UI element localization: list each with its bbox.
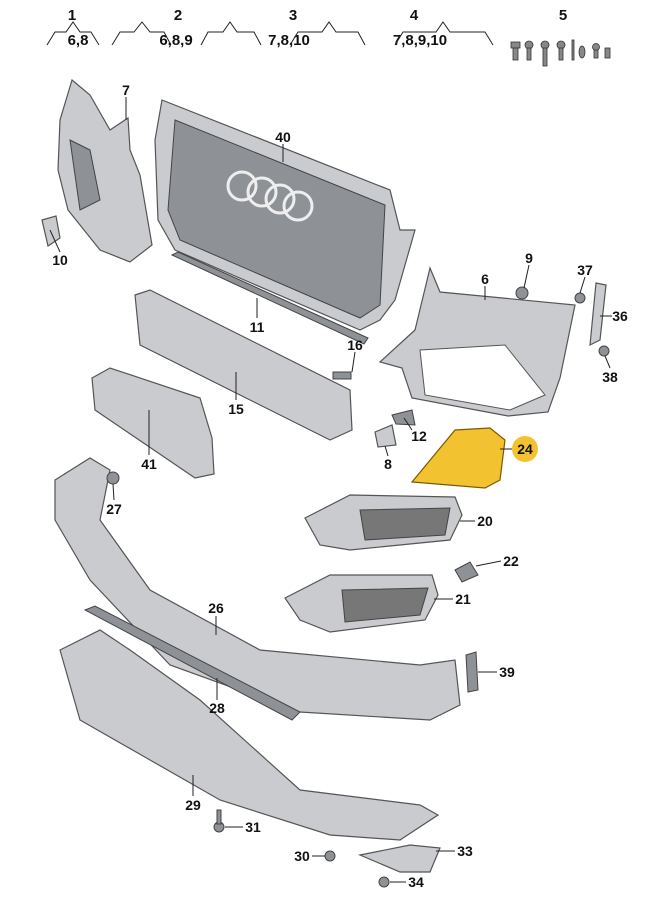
- group-contents: 6,8: [68, 32, 89, 49]
- label-part-7[interactable]: 7: [122, 82, 130, 98]
- part-20-grille-insert: [304, 494, 463, 551]
- part-36-guide: [589, 282, 607, 347]
- part-6-side-bracket: [378, 266, 576, 417]
- part-22-bracket: [454, 561, 479, 583]
- label-part-40[interactable]: 40: [275, 129, 291, 145]
- part-16-screw: [332, 371, 352, 380]
- label-part-30[interactable]: 30: [294, 848, 310, 864]
- label-part-39[interactable]: 39: [499, 664, 515, 680]
- label-part-12[interactable]: 12: [411, 428, 427, 444]
- group-4[interactable]: 4 7,8,9,10: [289, 7, 447, 49]
- part-28-trim: [83, 605, 301, 721]
- group-contents: 7,8,10: [268, 32, 310, 49]
- label-part-8[interactable]: 8: [384, 456, 392, 472]
- label-part-9[interactable]: 9: [525, 250, 533, 266]
- part-41-plate-bracket: [91, 367, 215, 479]
- part-15-lower-grille: [134, 289, 353, 441]
- label-part-27[interactable]: 27: [106, 501, 122, 517]
- group-1[interactable]: 1 6,8: [46, 7, 100, 49]
- label-part-24-highlight[interactable]: 24: [512, 436, 538, 462]
- highlight-circle: [512, 436, 538, 462]
- group-contents: 7,8,9,10: [393, 32, 447, 49]
- part-26-bumper-cover: [54, 457, 461, 721]
- label-part-21[interactable]: 21: [455, 591, 471, 607]
- label-part-34[interactable]: 34: [408, 874, 424, 890]
- group-number: 3: [289, 7, 297, 24]
- part-29-underbody-cover: [59, 629, 440, 841]
- part-7-bracket: [57, 78, 153, 263]
- part-30-bolt: [324, 850, 336, 862]
- label-part-31[interactable]: 31: [245, 819, 261, 835]
- part-12-clip: [391, 409, 416, 426]
- label-part-26[interactable]: 26: [208, 600, 224, 616]
- part-21-grille-insert: [284, 574, 439, 633]
- group-2[interactable]: 2 6,8,9: [111, 7, 193, 49]
- label-part-15[interactable]: 15: [228, 401, 244, 417]
- group-number: 5: [559, 7, 567, 24]
- part-34-bolt: [378, 876, 390, 888]
- group-number: 4: [410, 7, 419, 24]
- group-3[interactable]: 3 7,8,10: [200, 7, 310, 49]
- part-33-trim: [357, 844, 441, 873]
- part-8-cover: [374, 424, 397, 448]
- part-24-air-duct: [410, 427, 506, 489]
- part-37-clip: [574, 292, 586, 304]
- label-part-38[interactable]: 38: [602, 369, 618, 385]
- group-number: 2: [174, 7, 182, 24]
- label-part-11[interactable]: 11: [250, 319, 265, 335]
- label-part-29[interactable]: 29: [185, 797, 201, 813]
- group-contents: 6,8,9: [159, 32, 192, 49]
- part-39-bracket: [465, 651, 479, 693]
- group-5[interactable]: 5: [394, 7, 611, 67]
- label-part-16[interactable]: 16: [347, 337, 363, 353]
- part-31-bolt: [213, 809, 225, 833]
- part-40-grille: [154, 99, 416, 331]
- part-38-screw: [598, 345, 610, 357]
- label-part-24: 24: [517, 441, 533, 457]
- part-9-nut: [515, 286, 529, 300]
- label-part-37[interactable]: 37: [577, 262, 593, 278]
- label-part-10[interactable]: 10: [52, 252, 68, 268]
- label-part-22[interactable]: 22: [503, 553, 519, 569]
- fasteners-icon: [510, 39, 611, 67]
- part-27-nut: [106, 471, 120, 485]
- label-part-28[interactable]: 28: [209, 700, 225, 716]
- part-11-trim-strip: [170, 251, 369, 345]
- label-part-33[interactable]: 33: [457, 843, 473, 859]
- leader-lines: [49, 97, 612, 883]
- label-part-20[interactable]: 20: [477, 513, 493, 529]
- label-part-41[interactable]: 41: [141, 456, 157, 472]
- group-number: 1: [68, 7, 76, 24]
- label-part-6[interactable]: 6: [481, 271, 489, 287]
- label-part-36[interactable]: 36: [612, 308, 628, 324]
